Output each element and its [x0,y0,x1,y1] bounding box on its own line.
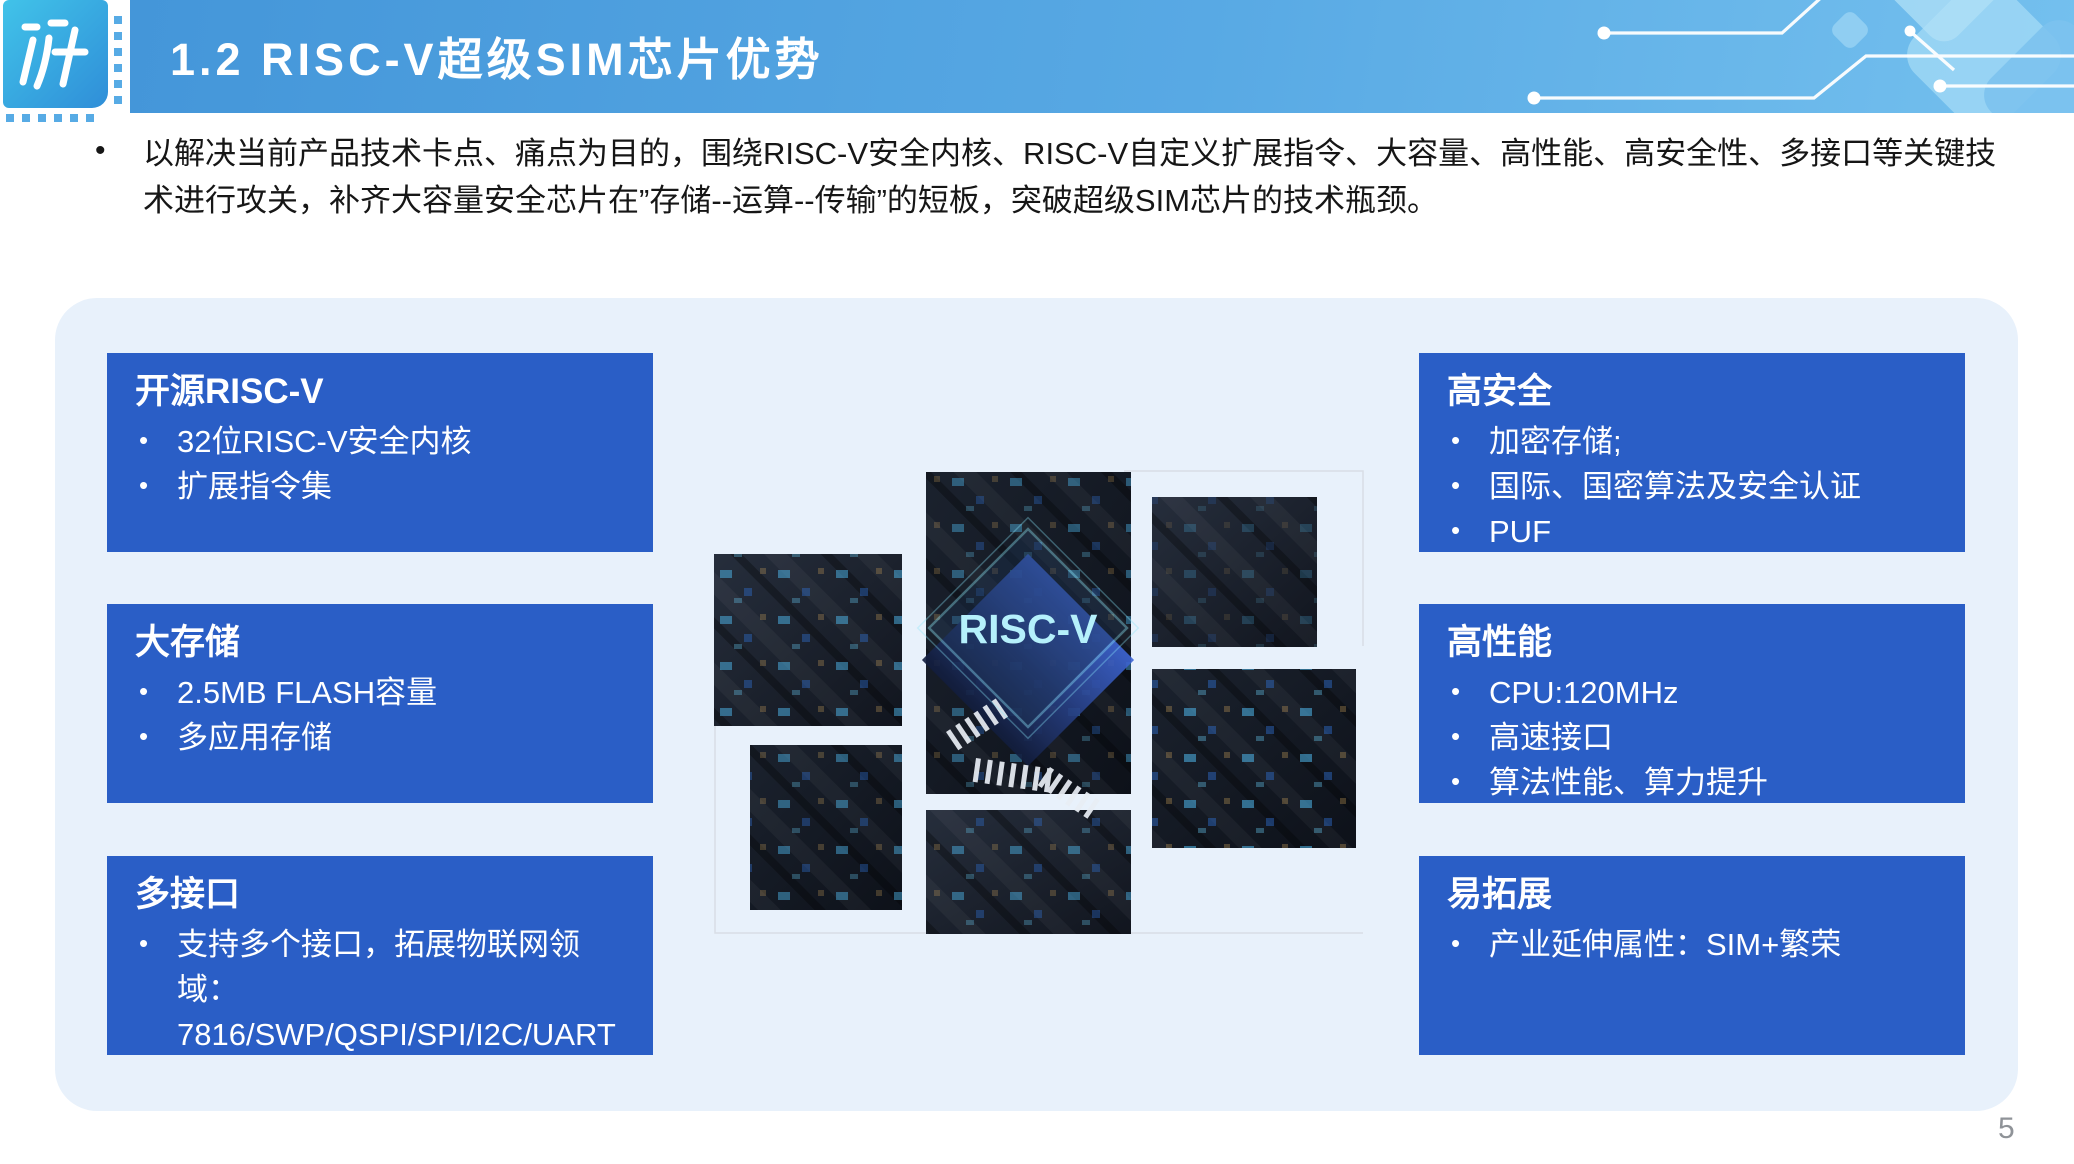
chip-photo-tile [1152,669,1356,848]
feature-title: 易拓展 [1447,875,1553,914]
feature-item: •算法性能、算力提升 [1443,761,1945,806]
circuit-decoration-icon [1527,0,2074,113]
feature-box-extensibility: 易拓展 •产业延伸属性：SIM+繁荣 [1419,856,1965,1055]
bullet-marker: • [139,425,149,455]
chip-photo-tile [714,554,902,726]
intro-text: 以解决当前产品技术卡点、痛点为目的，围绕RISC-V安全内核、RISC-V自定义… [143,136,1997,218]
bullet-marker: • [139,676,149,706]
chip-photo-tile-center: RISC-V [916,472,1140,819]
feature-item: •高速接口 [1443,716,1945,761]
chip-collage-image: RISC-V [714,470,1364,934]
bullet-marker: • [139,469,149,500]
feature-title: 高性能 [1447,623,1553,662]
bullet-marker: • [1451,425,1461,455]
feature-item: •CPU:120MHz [1443,671,1945,716]
chip-photo-tile [926,810,1131,934]
bullet-marker: • [1451,469,1461,500]
feature-item: •扩展指令集 [131,465,633,510]
feature-item: •支持多个接口，拓展物联网领域：7816/SWP/QSPI/SPI/I2C/UA… [131,923,633,1058]
bullet-marker: • [1451,720,1461,751]
dashed-divider-vertical-icon [114,16,122,108]
bullet-marker: • [139,720,149,751]
feature-box-open-riscv: 开源RISC-V •32位RISC-V安全内核 •扩展指令集 [107,353,653,552]
feature-item: •2.5MB FLASH容量 [131,671,633,716]
bullet-marker: • [1451,928,1461,958]
feature-box-interfaces: 多接口 •支持多个接口，拓展物联网领域：7816/SWP/QSPI/SPI/I2… [107,856,653,1055]
chip-photo-tile [1152,497,1317,647]
content-panel: 开源RISC-V •32位RISC-V安全内核 •扩展指令集 大存储 •2.5M… [55,298,2018,1111]
bullet-marker: • [1451,676,1461,706]
page-title: 1.2 RISC-V超级SIM芯片优势 [170,33,824,85]
page-number: 5 [1998,1112,2015,1145]
chip-photo-tile [750,745,902,910]
chip-label: RISC-V [959,606,1099,652]
feature-title: 开源RISC-V [135,372,324,411]
feature-title: 多接口 [135,875,241,914]
brand-logo-icon [19,19,89,90]
brand-logo [3,0,108,108]
bullet-marker: • [95,134,106,167]
feature-item: •产业延伸属性：SIM+繁荣 [1443,923,1945,968]
feature-item: •32位RISC-V安全内核 [131,420,633,465]
intro-paragraph: • 以解决当前产品技术卡点、痛点为目的，围绕RISC-V安全内核、RISC-V自… [95,131,2020,224]
feature-item: •多应用存储 [131,716,633,761]
feature-box-security: 高安全 •加密存储; •国际、国密算法及安全认证 •PUF [1419,353,1965,552]
feature-box-performance: 高性能 •CPU:120MHz •高速接口 •算法性能、算力提升 [1419,604,1965,803]
feature-title: 大存储 [135,623,241,662]
feature-title: 高安全 [1447,372,1553,411]
bullet-marker: • [1451,765,1461,796]
feature-item: •国际、国密算法及安全认证 [1443,465,1945,510]
bullet-marker: • [139,928,149,958]
bullet-marker: • [1451,514,1461,545]
feature-item: •PUF [1443,510,1945,555]
feature-box-storage: 大存储 •2.5MB FLASH容量 •多应用存储 [107,604,653,803]
feature-item: •加密存储; [1443,420,1945,465]
dashed-divider-horizontal-icon [6,114,100,122]
header: 1.2 RISC-V超级SIM芯片优势 [130,0,2074,113]
